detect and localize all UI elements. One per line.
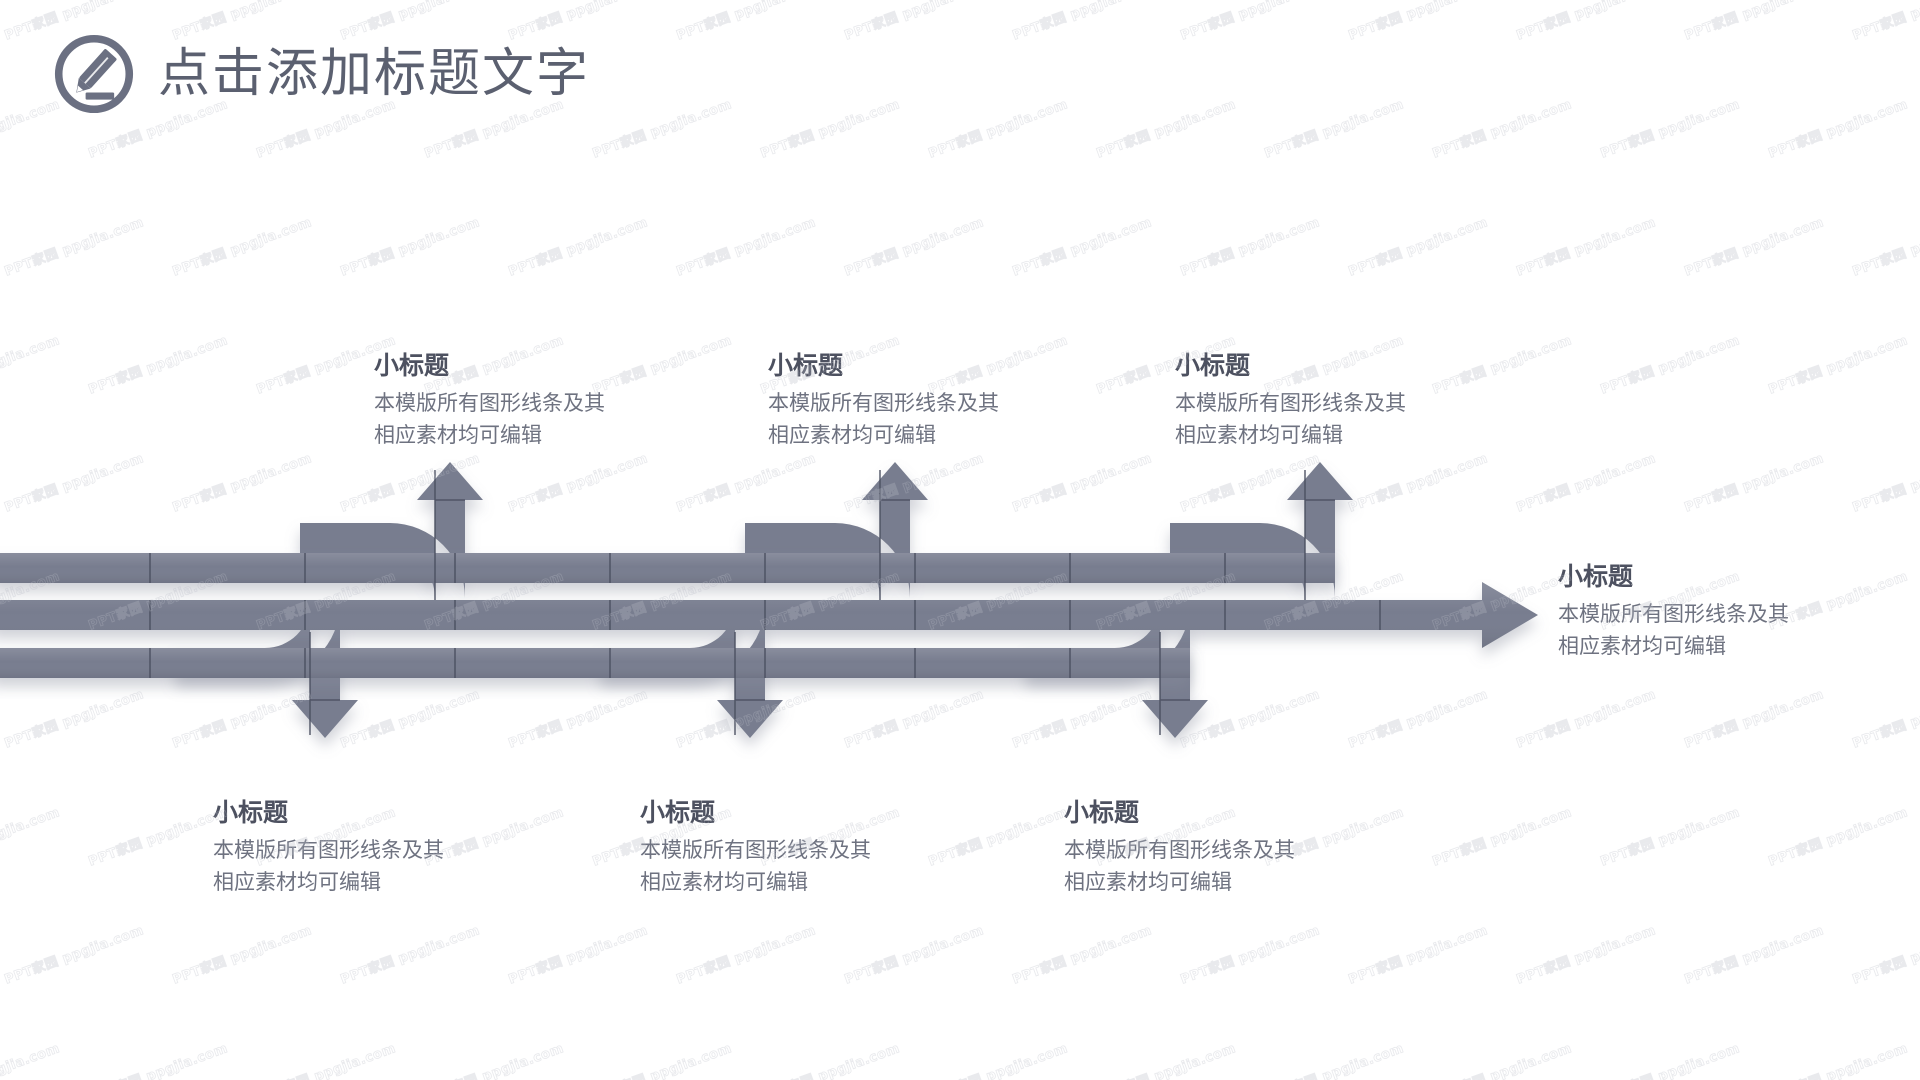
callout-line-2: 相应素材均可编辑 xyxy=(213,869,381,894)
divider-ticks-risers xyxy=(309,470,1306,735)
upward-branch-1 xyxy=(300,462,483,598)
pencil-circle-icon xyxy=(54,34,134,114)
callout-heading: 小标题 xyxy=(640,798,716,827)
callout-line-1: 本模版所有图形线条及其 xyxy=(1558,601,1789,626)
callout-heading: 小标题 xyxy=(1558,562,1634,591)
callout-line-2: 相应素材均可编辑 xyxy=(1175,422,1343,447)
page-title: 点击添加标题文字 xyxy=(158,44,591,104)
callout-up-3: 小标题 本模版所有图形线条及其 相应素材均可编辑 xyxy=(1175,349,1406,452)
callout-heading: 小标题 xyxy=(374,351,450,380)
callout-line-1: 本模版所有图形线条及其 xyxy=(768,390,999,415)
callout-heading: 小标题 xyxy=(768,351,844,380)
callout-line-1: 本模版所有图形线条及其 xyxy=(1064,837,1295,862)
lane-top xyxy=(0,553,1335,583)
slide-header: 点击添加标题文字 xyxy=(52,32,590,116)
callout-heading: 小标题 xyxy=(1175,351,1251,380)
segment-divider-group xyxy=(149,470,1381,735)
lane-bottom xyxy=(0,648,1190,678)
divider-ticks-necks xyxy=(310,499,1335,701)
upward-branch-group xyxy=(300,462,1353,598)
divider-ticks-top xyxy=(149,553,1226,583)
callout-line-1: 本模版所有图形线条及其 xyxy=(640,837,871,862)
callout-heading: 小标题 xyxy=(213,798,289,827)
callout-line-1: 本模版所有图形线条及其 xyxy=(1175,390,1406,415)
callout-line-1: 本模版所有图形线条及其 xyxy=(374,390,605,415)
callout-line-2: 相应素材均可编辑 xyxy=(1558,633,1726,658)
callout-line-2: 相应素材均可编辑 xyxy=(1064,869,1232,894)
callout-line-2: 相应素材均可编辑 xyxy=(374,422,542,447)
callout-up-1: 小标题 本模版所有图形线条及其 相应素材均可编辑 xyxy=(374,349,605,452)
divider-ticks-middle xyxy=(149,600,1381,630)
callout-down-1: 小标题 本模版所有图形线条及其 相应素材均可编辑 xyxy=(213,796,444,899)
callout-down-3: 小标题 本模版所有图形线条及其 相应素材均可编辑 xyxy=(1064,796,1295,899)
callout-line-1: 本模版所有图形线条及其 xyxy=(213,837,444,862)
divider-ticks-bottom xyxy=(149,648,1071,678)
callout-right: 小标题 本模版所有图形线条及其 相应素材均可编辑 xyxy=(1558,560,1789,663)
callout-heading: 小标题 xyxy=(1064,798,1140,827)
upward-branch-2 xyxy=(745,462,928,598)
horizontal-lane-group xyxy=(0,553,1538,678)
callout-line-2: 相应素材均可编辑 xyxy=(768,422,936,447)
lane-middle xyxy=(0,582,1538,648)
callout-down-2: 小标题 本模版所有图形线条及其 相应素材均可编辑 xyxy=(640,796,871,899)
upward-branch-3 xyxy=(1170,462,1353,598)
callout-line-2: 相应素材均可编辑 xyxy=(640,869,808,894)
callout-up-2: 小标题 本模版所有图形线条及其 相应素材均可编辑 xyxy=(768,349,999,452)
